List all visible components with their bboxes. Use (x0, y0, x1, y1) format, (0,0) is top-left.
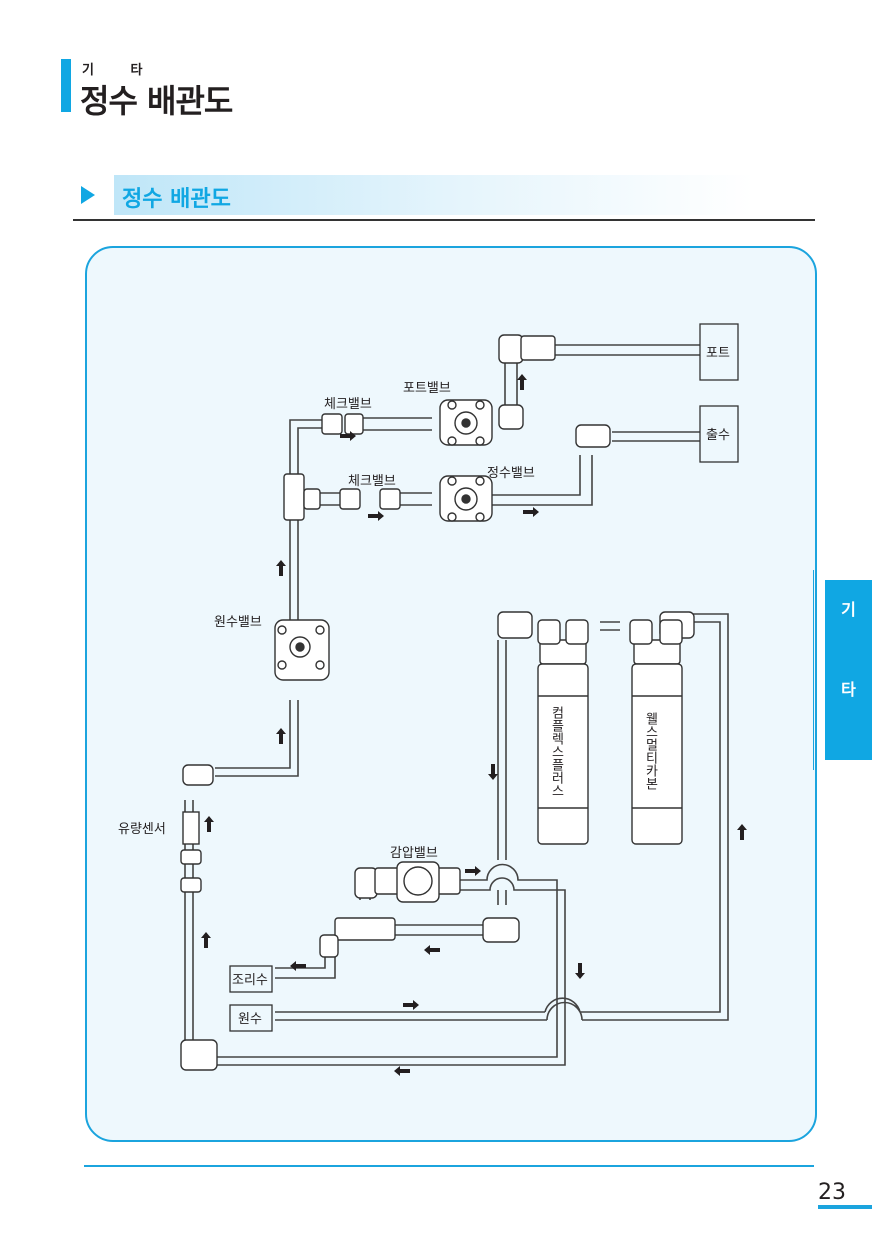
page-number: 23 (818, 1180, 846, 1205)
pipe-tee-to-check1 (289, 419, 330, 480)
source-valve (274, 619, 330, 681)
arrow-right-icon (523, 507, 539, 517)
flow-arrows (201, 374, 747, 1076)
outlet-box (699, 405, 739, 463)
arrow-right-icon (340, 431, 356, 441)
pipe-crossover-bottom (544, 997, 583, 1021)
label-check-valve-2: 체크밸브 (348, 474, 396, 489)
section-title: 정수 배관도 (122, 187, 231, 212)
arrow-left-icon (424, 945, 440, 955)
elbow-cooking (319, 934, 339, 958)
check-valve-2-right (379, 488, 401, 510)
side-guide-line (813, 570, 814, 770)
elbow-pot-bottom (498, 404, 524, 430)
elbow-outlet (575, 424, 611, 448)
sensor-coupler-1 (180, 849, 202, 865)
arrow-left-icon (290, 961, 306, 971)
arrow-up-icon (201, 932, 211, 948)
elbow-filter-left (497, 611, 533, 639)
arrow-left-icon (394, 1066, 410, 1076)
sensor-coupler-2 (180, 877, 202, 893)
tee-branch (303, 488, 321, 510)
pipe-lower-loop (390, 924, 485, 936)
pipe-to-pot (555, 344, 700, 356)
pipe-pressure-valve-out (460, 863, 566, 1005)
fittings (180, 334, 695, 1071)
pressure-reducing-valve (374, 861, 461, 903)
valves (274, 399, 493, 903)
arrow-right-icon (368, 511, 384, 521)
pipe-sensor-to-source-valve (215, 700, 299, 777)
check-valve-1-right (344, 413, 364, 435)
header-accent-bar (61, 59, 71, 112)
label-cooking-water: 조리수 (232, 973, 268, 988)
arrow-up-icon (276, 728, 286, 744)
elbow-pot-top (498, 334, 524, 364)
page-number-underline (818, 1205, 872, 1209)
arrow-right-icon (403, 1000, 419, 1010)
pipe-to-outlet (612, 431, 700, 442)
label-pot-valve: 포트밸브 (403, 381, 451, 396)
label-purified-valve: 정수밸브 (487, 466, 535, 481)
filter-complex-plus (537, 619, 589, 845)
purified-valve (439, 475, 493, 522)
tee-fitting (283, 473, 305, 521)
arrow-up-icon (204, 816, 214, 832)
pipe-bottom-return (215, 1005, 566, 1066)
elbow-lower-right (482, 917, 520, 943)
elbow-sensor-top (182, 764, 214, 786)
diagram-panel (85, 246, 817, 1142)
side-tab-char-2: 타 (841, 680, 856, 699)
label-pot: 포트 (706, 346, 730, 361)
tee-lower (334, 917, 396, 941)
arrow-up-icon (276, 560, 286, 576)
label-check-valve-1: 체크밸브 (324, 397, 372, 412)
side-chapter-tab[interactable]: 기 타 (825, 580, 872, 760)
header-category: 기 타 (82, 63, 159, 78)
footer-divider (84, 1165, 814, 1167)
page-title: 정수 배관도 (80, 82, 233, 120)
check-valve-2-left (339, 488, 361, 510)
arrow-up-icon (737, 824, 747, 840)
arrow-right-icon (465, 866, 481, 876)
side-tab-char-1: 기 (841, 600, 856, 619)
pipe-cooking-water (275, 955, 336, 979)
cooking-water-box (229, 965, 273, 993)
label-source-valve: 원수밸브 (214, 615, 262, 630)
label-pressure-valve: 감압밸브 (390, 846, 438, 861)
flow-sensor-body (182, 811, 200, 845)
coupler-pot (520, 335, 556, 361)
elbow-bottom-left (180, 1039, 218, 1071)
section-divider (73, 219, 815, 221)
label-filter-wells-multi-carbon: 웰스멀티카본 (643, 712, 658, 790)
source-water-box (229, 1004, 273, 1032)
arrow-up-icon (517, 374, 527, 390)
arrow-down-icon (575, 963, 585, 979)
pot-box (699, 323, 739, 381)
section-band (114, 175, 754, 215)
label-source-water: 원수 (238, 1012, 262, 1027)
pipe-check2-to-purevalve (398, 492, 432, 506)
pipe-source-water (275, 613, 729, 1021)
section-triangle-icon (81, 186, 95, 204)
pot-valve (439, 399, 493, 446)
pipe-purevalve-to-outlet (490, 455, 593, 506)
elbow-pressure-in (354, 867, 378, 899)
pipe-filter-down (497, 640, 507, 860)
pipe-filter-interconnect (600, 621, 620, 631)
filters (537, 619, 683, 845)
label-filter-complex-plus: 컴플렉스플러스 (549, 706, 564, 797)
pipe-filter-down-lower (497, 890, 507, 905)
label-outlet: 출수 (706, 428, 730, 443)
arrow-down-icon (488, 764, 498, 780)
check-valve-1-left (321, 413, 343, 435)
terminal-boxes (229, 323, 739, 1032)
filter-wells-multi-carbon (629, 619, 683, 845)
pipe-check1-to-potvalve (362, 417, 432, 431)
label-flow-sensor: 유량센서 (118, 822, 166, 837)
